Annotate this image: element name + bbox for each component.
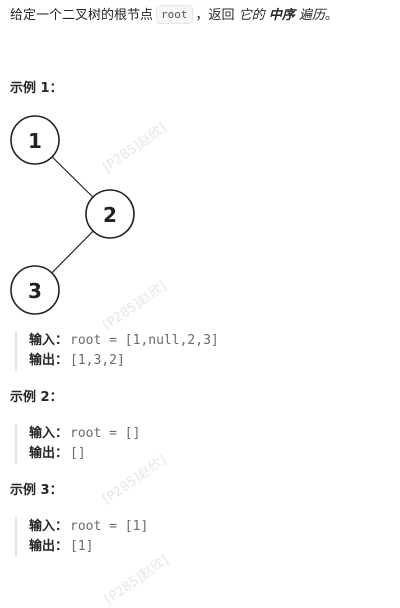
- example-1-input: 输入：root = [1,null,2,3]: [29, 331, 219, 351]
- example-1-heading: 示例 1：: [10, 81, 63, 96]
- input-value: root = [1,null,2,3]: [70, 333, 219, 348]
- output-value: [1,3,2]: [70, 353, 125, 368]
- tree-node-label: 2: [103, 203, 117, 227]
- tree-node-3: [10, 265, 60, 315]
- input-value: root = []: [70, 426, 141, 441]
- example-3-heading: 示例 3：: [10, 483, 63, 498]
- description-emphasis: 遍历: [298, 8, 325, 23]
- input-label: 输入：: [29, 519, 69, 534]
- example-2-heading: 示例 2：: [10, 390, 63, 405]
- tree-node-label: 3: [28, 279, 42, 303]
- output-value: []: [70, 446, 86, 461]
- description-text: 。: [325, 8, 339, 23]
- example-1-output: 输出：[1,3,2]: [29, 351, 219, 371]
- binary-tree-diagram: 1 2 3: [10, 115, 135, 315]
- example-1-block: 输入：root = [1,null,2,3] 输出：[1,3,2]: [15, 331, 219, 371]
- output-label: 输出：: [29, 353, 69, 368]
- example-3-output: 输出：[1]: [29, 537, 148, 557]
- watermark: [P285]赵欣]: [102, 552, 172, 608]
- example-3-input: 输入：root = [1]: [29, 517, 148, 537]
- example-3-block: 输入：root = [1] 输出：[1]: [15, 517, 148, 557]
- description-keyword: 中序: [268, 8, 295, 23]
- tree-node-label: 1: [28, 129, 42, 153]
- tree-node-2: [85, 189, 135, 239]
- input-label: 输入：: [29, 426, 69, 441]
- description-emphasis: 它的: [238, 8, 265, 23]
- example-2-output: 输出：[]: [29, 444, 140, 464]
- description-text: ，返回: [195, 8, 235, 23]
- output-label: 输出：: [29, 446, 69, 461]
- output-label: 输出：: [29, 539, 69, 554]
- input-value: root = [1]: [70, 519, 149, 534]
- tree-node-1: [10, 115, 60, 165]
- example-2-block: 输入：root = [] 输出：[]: [15, 424, 140, 464]
- example-2-input: 输入：root = []: [29, 424, 140, 444]
- inline-code-root: root: [156, 5, 193, 24]
- input-label: 输入：: [29, 333, 69, 348]
- description-text: 给定一个二叉树的根节点: [10, 8, 154, 23]
- output-value: [1]: [70, 539, 94, 554]
